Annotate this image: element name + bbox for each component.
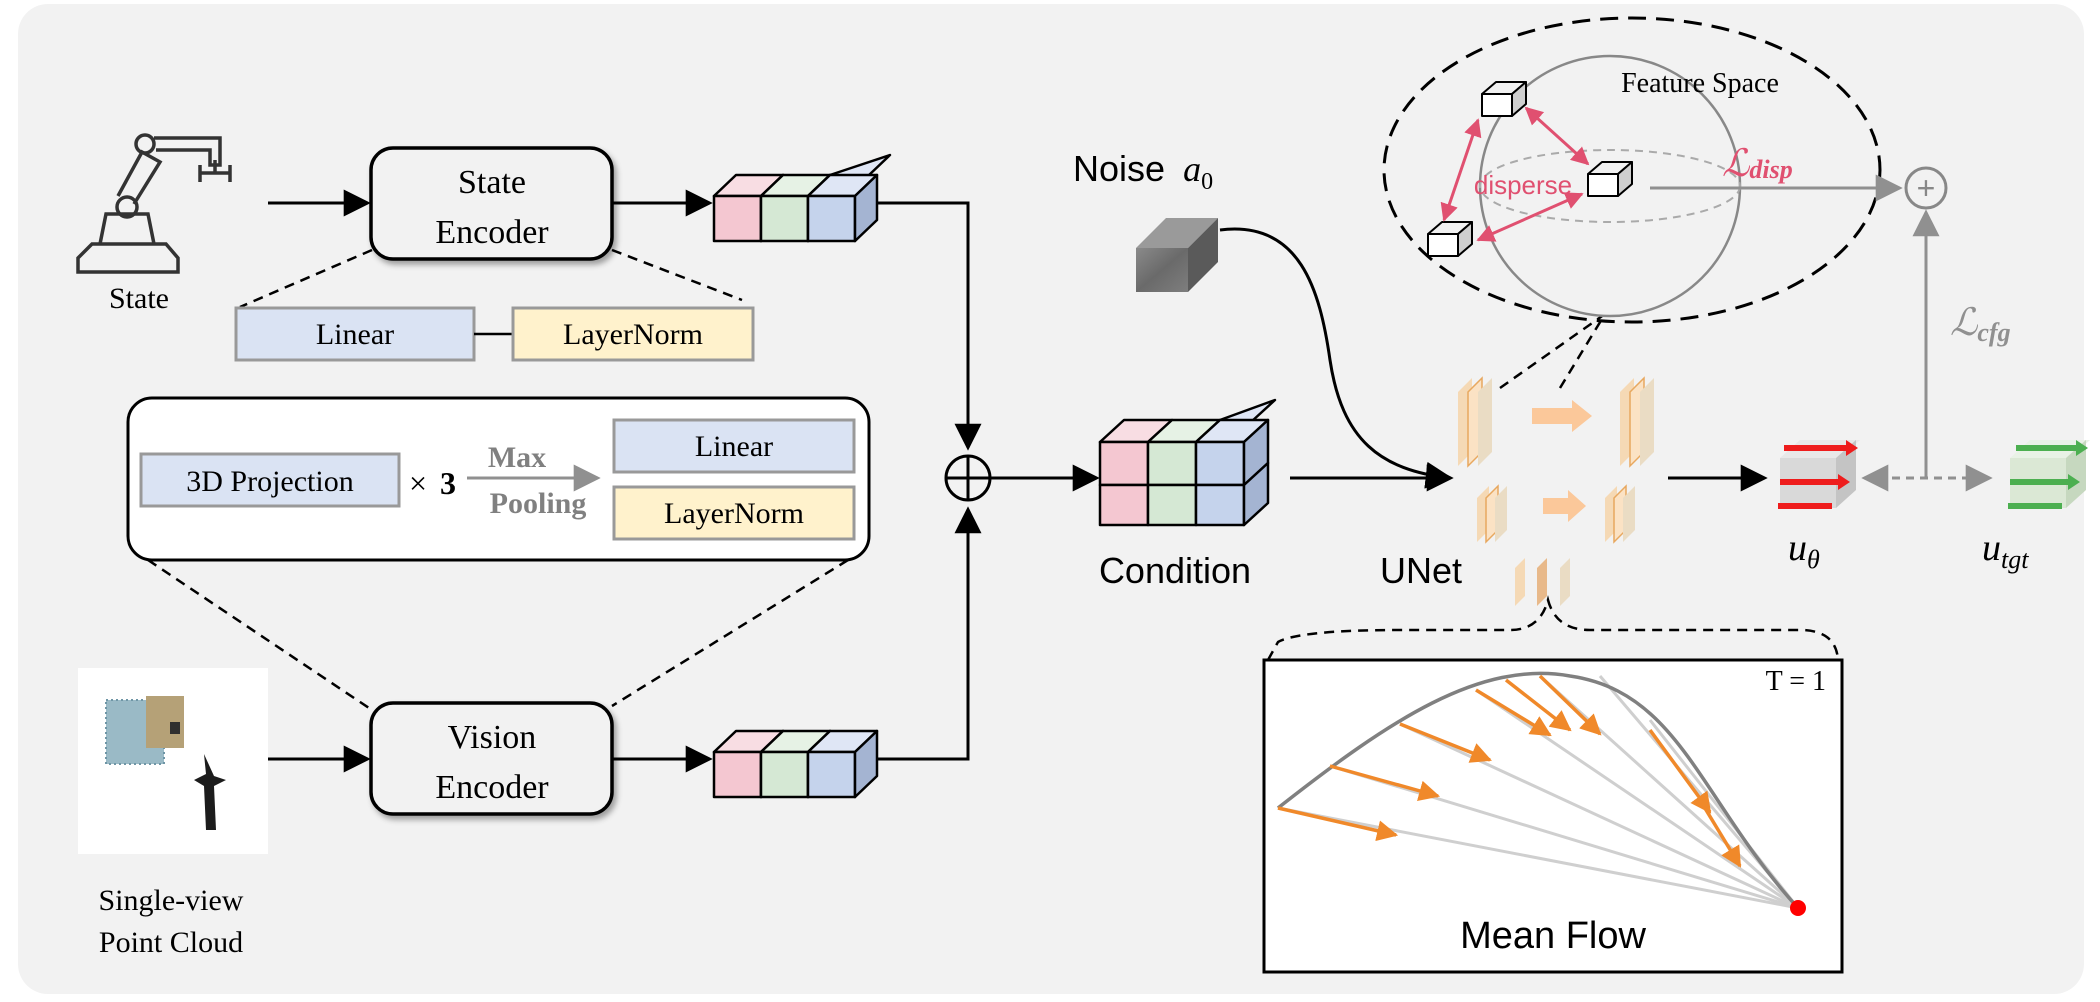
state-encoder-detail-left <box>239 248 373 309</box>
u-theta-block <box>1778 440 1860 509</box>
point-cloud-image <box>78 668 268 854</box>
unet-blocks <box>1458 376 1654 606</box>
vision-layernorm-block <box>612 485 856 541</box>
robot-arm-icon <box>76 133 232 274</box>
vision-detail-left <box>147 558 373 712</box>
state-layernorm-block <box>511 306 755 362</box>
vision-linear-label: Linear <box>695 430 773 463</box>
disperse-arrow-bottom-right <box>1476 192 1584 242</box>
vision-encoder-line2: Encoder <box>435 769 549 806</box>
feature-cube-bottom <box>1427 221 1473 257</box>
state-encoder-line2: Encoder <box>435 214 549 251</box>
disperse-label: disperse <box>1474 170 1572 200</box>
state-label: State <box>109 282 169 315</box>
times-count: 3 <box>440 465 456 501</box>
u-tgt-block <box>2008 440 2090 509</box>
state-linear-label: Linear <box>316 318 394 351</box>
vision-linear-block <box>612 418 856 474</box>
mean-flow-trajectory <box>1276 671 1800 910</box>
noise-label: Noise a0 <box>1073 148 1213 195</box>
unet-layer-1 <box>1458 376 1492 468</box>
state-feature-to-fusion <box>877 201 982 451</box>
max-pooling-line1: Max <box>488 441 546 474</box>
vision-detail-right <box>611 558 849 708</box>
concat-operator-icon <box>944 454 992 502</box>
noise-to-unet-arrow <box>1219 227 1453 489</box>
u-theta-label: uθ <box>1788 527 1820 574</box>
vision-encoder-line1: Vision <box>448 719 537 756</box>
state-encoder-line1: State <box>458 164 526 201</box>
feature-cube-top <box>1481 81 1527 117</box>
noise-cube <box>1136 218 1218 292</box>
state-layernorm-label: LayerNorm <box>563 318 703 351</box>
state-linear-block <box>234 306 476 362</box>
vision-encoder: Vision Encoder <box>369 701 614 816</box>
disperse-arrow-top-bottom <box>1440 118 1482 222</box>
max-pooling-line2: Pooling <box>490 487 587 520</box>
vision-layernorm-label: LayerNorm <box>664 497 804 530</box>
condition-tensor <box>1098 398 1277 527</box>
vision-feature-to-fusion <box>877 506 982 761</box>
unet-bottleneck <box>1515 558 1570 606</box>
mean-flow-target-point <box>1790 900 1806 916</box>
u-tgt-label: utgt <box>1982 527 2029 574</box>
vision-feature-tensor <box>712 729 879 799</box>
disperse-arrow-top-right <box>1524 106 1590 166</box>
skip-connection-arrow-top <box>1532 400 1592 432</box>
mean-flow-t-label: T = 1 <box>1766 666 1826 697</box>
loss-sum-icon: + <box>1904 166 1948 210</box>
mean-flow-title: Mean Flow <box>1460 915 1646 957</box>
mean-flow-velocity-arrows <box>1277 674 1742 868</box>
loss-disp-label: ℒdisp <box>1722 143 1793 185</box>
projection-label: 3D Projection <box>186 465 353 498</box>
mean-flow-connector <box>1266 595 1840 661</box>
feature-space-title: Feature Space <box>1621 68 1779 99</box>
skip-connection-arrow-bottom <box>1543 490 1586 522</box>
times-symbol: × <box>409 465 427 501</box>
unet-layer-3 <box>1605 484 1635 544</box>
feature-cube-right <box>1587 161 1633 197</box>
unet-label: UNet <box>1380 550 1462 591</box>
state-encoder-detail-right <box>611 248 743 302</box>
feature-space-connector-right <box>1558 313 1607 389</box>
point-cloud-label-line2: Point Cloud <box>99 926 243 959</box>
condition-label: Condition <box>1099 550 1251 591</box>
point-cloud-label-line1: Single-view <box>99 884 244 917</box>
feature-space-outline <box>1382 16 1882 324</box>
loss-cfg-label: ℒcfg <box>1950 302 2011 347</box>
vision-detail-panel: 3D Projection × 3 Max Pooling Linear Lay… <box>126 396 871 562</box>
state-feature-tensor <box>712 153 892 243</box>
svg-text:+: + <box>1917 170 1936 206</box>
projection-block <box>139 452 401 508</box>
feature-space-connector-left <box>1499 312 1606 390</box>
unet-layer-2 <box>1477 484 1507 544</box>
unet-layer-4 <box>1620 376 1654 468</box>
state-encoder: State Encoder <box>369 146 614 261</box>
